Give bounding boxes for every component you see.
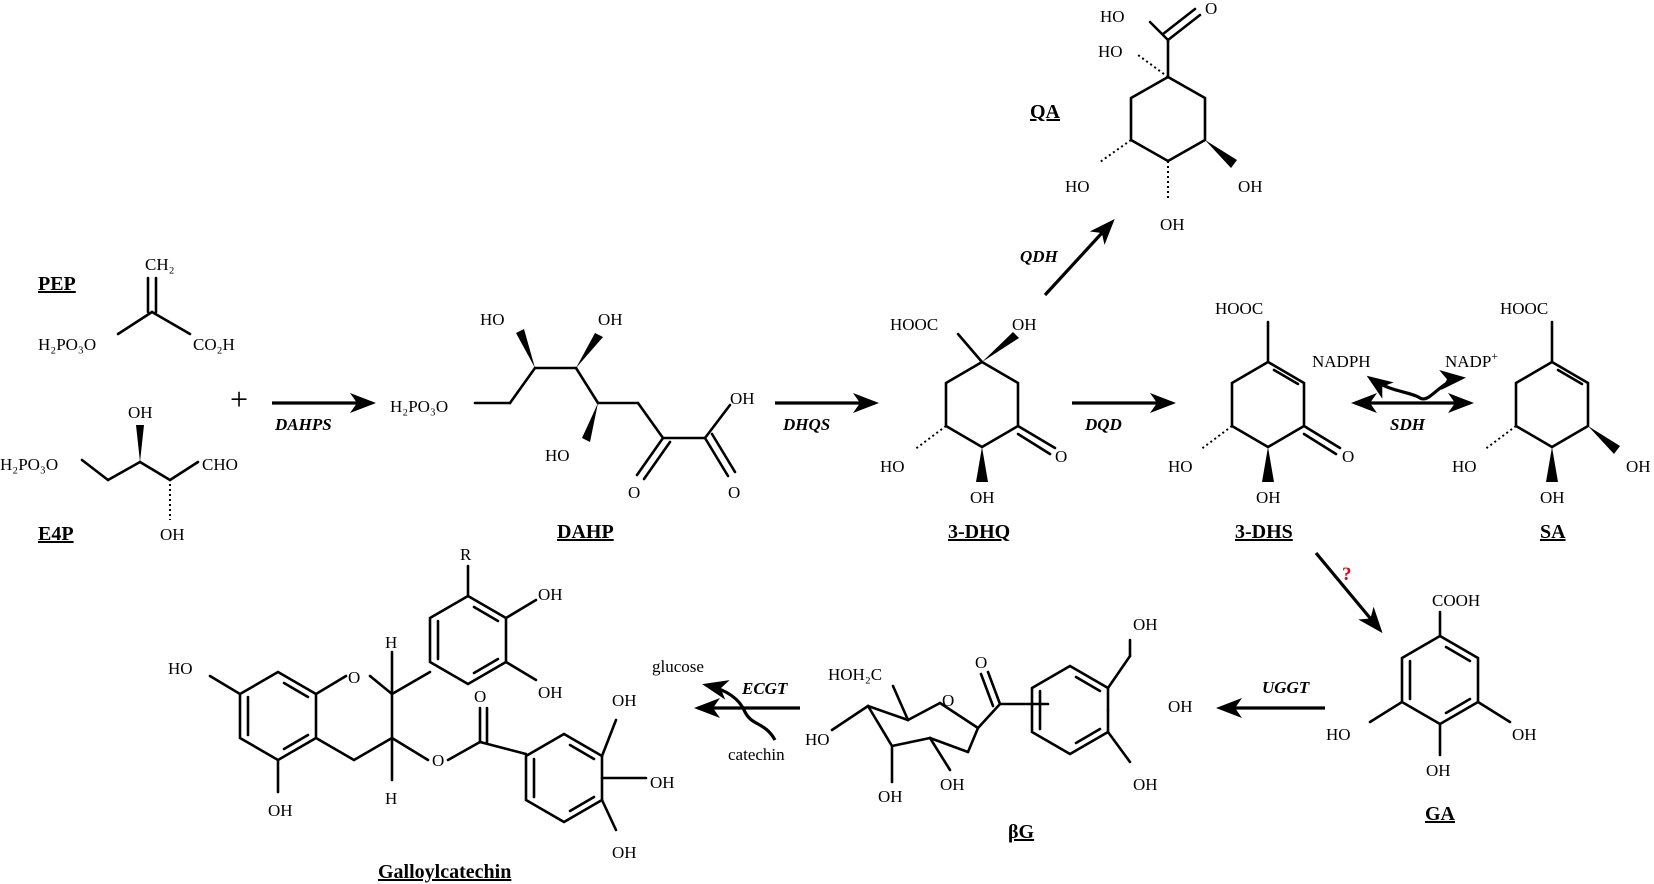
gc-ester-o: O bbox=[432, 751, 444, 770]
unknown-step-label: ? bbox=[1342, 564, 1352, 585]
dahp-acid-o: O bbox=[728, 483, 740, 502]
nadph-label: NADPH bbox=[1312, 352, 1371, 371]
e4p-phosphate-label: H₂PO₃O bbox=[0, 455, 58, 474]
sa-hooc: HOOC bbox=[1500, 299, 1548, 318]
pep-name: PEP bbox=[38, 273, 76, 295]
bg-oh-1: OH bbox=[878, 787, 903, 806]
e4p-name: E4P bbox=[38, 523, 74, 545]
qa-oh-bottom: OH bbox=[1160, 215, 1185, 234]
sa-ho: HO bbox=[1452, 457, 1477, 476]
galloylcatechin-name: Galloylcatechin bbox=[378, 861, 511, 883]
gc-g-oh-2: OH bbox=[650, 773, 675, 792]
dahps-label: DAHPS bbox=[274, 415, 332, 434]
gc-b-oh-1: OH bbox=[538, 585, 563, 604]
qa-oh-right: OH bbox=[1238, 177, 1263, 196]
gc-h-bottom: H bbox=[385, 789, 397, 808]
bg-ring-o: O bbox=[942, 691, 954, 710]
qa-ho-acid: HO bbox=[1100, 7, 1125, 26]
qa-ho-left: HO bbox=[1065, 177, 1090, 196]
gc-b-oh-2: OH bbox=[538, 683, 563, 702]
e4p-oh-top: OH bbox=[128, 403, 153, 422]
qa-ho-c1: HO bbox=[1098, 42, 1123, 61]
dhq-oh-bottom: OH bbox=[970, 488, 995, 507]
pep-co2h-label: CO₂H bbox=[193, 335, 235, 354]
dhq-hooc: HOOC bbox=[890, 315, 938, 334]
dahp-name: DAHP bbox=[557, 521, 614, 543]
unknown-step-arrow bbox=[1314, 551, 1383, 634]
ga-structure: COOH HO OH OH bbox=[1326, 591, 1537, 780]
bg-ester-o: O bbox=[975, 653, 987, 672]
bg-structure: HOH₂C O O HO OH OH OH OH OH bbox=[805, 615, 1193, 806]
bg-oh-2: OH bbox=[940, 775, 965, 794]
dhs-hooc: HOOC bbox=[1215, 299, 1263, 318]
dhq-ho: HO bbox=[880, 457, 905, 476]
gc-g-oh-1: OH bbox=[612, 691, 637, 710]
ecgt-arrow bbox=[694, 680, 800, 741]
dahp-oh-3: HO bbox=[545, 446, 570, 465]
ecgt-label: ECGT bbox=[741, 679, 788, 698]
dhq-name: 3-DHQ bbox=[948, 521, 1010, 543]
dahp-oh-2: OH bbox=[598, 310, 623, 329]
sa-oh-bottom: OH bbox=[1540, 488, 1565, 507]
gc-g-oh-3: OH bbox=[612, 843, 637, 862]
dhs-ho: HO bbox=[1168, 457, 1193, 476]
ga-name: GA bbox=[1425, 803, 1456, 825]
qa-name: QA bbox=[1030, 101, 1061, 123]
e4p-structure: OH H₂PO₃O CHO OH bbox=[0, 403, 238, 544]
dhq-structure: HOOC OH HO O OH bbox=[880, 315, 1067, 507]
dhs-structure: HOOC HO O OH bbox=[1168, 299, 1354, 507]
dahp-phosphate: H₂PO₃O bbox=[390, 397, 448, 416]
qdh-arrow bbox=[1043, 219, 1115, 297]
gc-a-oh: OH bbox=[268, 801, 293, 820]
dhq-keto-o: O bbox=[1055, 447, 1067, 466]
pep-structure: CH₂ H₂PO₃O CO₂H bbox=[38, 255, 235, 354]
qa-acid-o: O bbox=[1205, 0, 1217, 18]
ga-ho-left: HO bbox=[1326, 725, 1351, 744]
dhq-oh-top: OH bbox=[1012, 315, 1037, 334]
nadp-label: NADP+ bbox=[1445, 349, 1498, 371]
sdh-label: SDH bbox=[1390, 415, 1426, 434]
plus-sign: + bbox=[230, 381, 248, 417]
bg-ho: HO bbox=[805, 730, 830, 749]
gc-h-top: H bbox=[385, 633, 397, 652]
bg-name: βG bbox=[1008, 821, 1035, 843]
gc-carbonyl-o: O bbox=[474, 687, 486, 706]
dhs-name: 3-DHS bbox=[1235, 521, 1293, 543]
ga-oh-bottom: OH bbox=[1426, 761, 1451, 780]
sa-structure: HOOC HO OH OH bbox=[1452, 299, 1651, 507]
sa-oh-right: OH bbox=[1626, 457, 1651, 476]
ga-cooh: COOH bbox=[1432, 591, 1480, 610]
dhqs-label: DHQS bbox=[782, 415, 830, 434]
gc-ring-o: O bbox=[348, 668, 360, 687]
dahp-oh-1: HO bbox=[480, 310, 505, 329]
bg-oh-bottom: OH bbox=[1133, 775, 1158, 794]
qdh-label: QDH bbox=[1020, 247, 1059, 266]
pep-ch2-label: CH₂ bbox=[145, 255, 175, 274]
catechin-label: catechin bbox=[728, 745, 785, 764]
e4p-cho-label: CHO bbox=[202, 455, 238, 474]
dqd-label: DQD bbox=[1084, 415, 1122, 434]
e4p-oh-bottom: OH bbox=[160, 525, 185, 544]
glucose-label: glucose bbox=[652, 657, 704, 676]
uggt-label: UGGT bbox=[1262, 678, 1310, 697]
bg-oh-top: OH bbox=[1133, 615, 1158, 634]
sdh-arrow bbox=[1351, 370, 1474, 413]
dahp-structure: H₂PO₃O HO OH HO OH O O bbox=[390, 310, 755, 502]
dahp-keto-o: O bbox=[628, 483, 640, 502]
gc-r: R bbox=[460, 545, 472, 564]
bg-oh-right: OH bbox=[1168, 697, 1193, 716]
bg-hoh2c: HOH₂C bbox=[828, 665, 882, 684]
pep-phosphate-label: H₂PO₃O bbox=[38, 335, 96, 354]
galloylcatechin-structure: R OH OH HO O H H O O OH OH OH OH bbox=[168, 545, 675, 862]
gc-a-ho: HO bbox=[168, 659, 193, 678]
qa-structure: HO O HO HO OH OH bbox=[1065, 0, 1263, 234]
dahp-oh-acid: OH bbox=[730, 389, 755, 408]
dhs-oh-bottom: OH bbox=[1256, 488, 1281, 507]
dhs-keto-o: O bbox=[1342, 447, 1354, 466]
sa-name: SA bbox=[1540, 521, 1566, 543]
ga-oh-right: OH bbox=[1512, 725, 1537, 744]
